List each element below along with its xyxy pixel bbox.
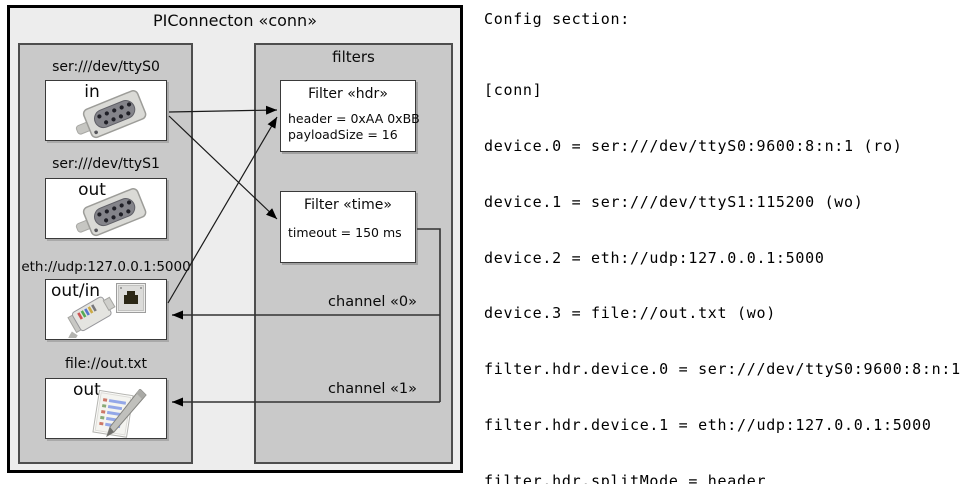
device-box-eth: out/in (45, 279, 167, 340)
filter-time-box: Filter «time» timeout = 150 ms (280, 191, 416, 263)
channel-1-label: channel «1» (328, 381, 417, 397)
config-line: filter.hdr.device.1 = eth://udp:127.0.0.… (484, 415, 932, 434)
diagram-title: PIConnecton «conn» (153, 11, 317, 30)
device-direction-ttys1: out (78, 180, 106, 200)
filter-hdr-title: Filter «hdr» (308, 86, 388, 102)
config-line: device.0 = ser:///dev/ttyS0:9600:8:n:1 (… (484, 136, 903, 155)
device-label-ttys0: ser:///dev/ttyS0 (52, 59, 160, 75)
config-section-body: [conn] device.0 = ser:///dev/ttyS0:9600:… (484, 44, 964, 484)
config-line: [conn] (484, 81, 543, 100)
device-box-file: out (45, 378, 167, 439)
serial-connector-icon (75, 90, 147, 139)
channel-0-label: channel «0» (328, 294, 417, 310)
config-line: device.2 = eth://udp:127.0.0.1:5000 (484, 248, 825, 267)
config-line: filter.hdr.splitMode = header (484, 471, 767, 484)
config-line: filter.hdr.device.0 = ser:///dev/ttyS0:9… (484, 360, 961, 379)
device-box-ttys1: out (45, 178, 167, 239)
serial-connector-icon (75, 188, 147, 237)
config-line: device.1 = ser:///dev/ttyS1:115200 (wo) (484, 192, 864, 211)
filter-hdr-attr-payloadsize: payloadSize = 16 (288, 126, 398, 142)
device-direction-file: out (73, 380, 101, 400)
filter-time-attr-timeout: timeout = 150 ms (288, 225, 402, 240)
device-label-eth: eth://udp:127.0.0.1:5000 (21, 259, 191, 275)
device-label-ttys1: ser:///dev/ttyS1 (52, 156, 160, 172)
ethernet-cable-icon (64, 296, 116, 338)
filter-hdr-attr-header: header = 0xAA 0xBB (288, 111, 420, 126)
device-box-ttys0: in (45, 80, 167, 141)
filter-time-title: Filter «time» (304, 197, 392, 213)
device-label-file: file://out.txt (64, 356, 148, 372)
config-section-heading: Config section: (484, 10, 630, 28)
config-line: device.3 = file://out.txt (wo) (484, 304, 776, 323)
filters-group-title: filters (332, 48, 375, 66)
filter-hdr-box: Filter «hdr» header = 0xAA 0xBB payloadS… (280, 80, 420, 152)
device-direction-eth: out/in (51, 281, 101, 301)
notepad-pen-icon (92, 389, 147, 438)
ethernet-port-icon (116, 283, 146, 313)
device-direction-ttys0: in (84, 82, 100, 102)
